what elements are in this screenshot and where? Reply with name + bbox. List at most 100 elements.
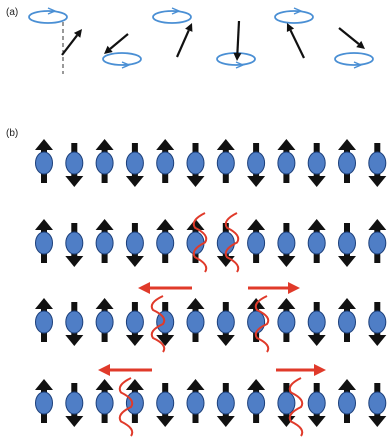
propagation-arrow-head [288,282,300,294]
atom-ball [339,392,356,414]
precession-frame [29,8,82,55]
spin-head [65,335,83,346]
spin-row [35,139,386,187]
atom-ball [36,232,53,254]
spin-head [368,219,386,230]
atom-ball [278,232,295,254]
atom-ball [308,311,325,333]
atom-ball [278,152,295,174]
spin-up [96,219,114,263]
spin-down [156,383,174,427]
spin-arrow-shaft [339,28,359,44]
spin-down [126,143,144,187]
spin-head [308,176,326,187]
atom-ball [217,152,234,174]
spin-head [96,219,114,230]
orbit-ellipse [275,11,313,23]
spin-arrow-shaft [290,30,304,58]
spin-head [65,416,83,427]
spin-up [187,379,205,423]
spin-arrow-shaft [177,30,189,57]
spin-head [368,416,386,427]
spin-head [35,379,53,390]
spin-up [35,139,53,183]
spin-down [338,223,356,267]
propagation-arrow-head [138,282,150,294]
atom-ball [66,152,83,174]
spin-head [338,298,356,309]
spin-head [308,219,326,230]
atom-ball [36,392,53,414]
spin-head [368,335,386,346]
atom-ball [96,392,113,414]
spin-row [35,219,386,267]
spin-head [96,139,114,150]
spin-down [368,302,386,346]
spin-head [338,256,356,267]
atom-ball [126,152,143,174]
spin-up [247,379,265,423]
spin-head [126,379,144,390]
atom-ball [126,311,143,333]
atom-ball [66,232,83,254]
spin-down [308,143,326,187]
spin-head [277,256,295,267]
atom-ball [278,392,295,414]
panel-a-precession [29,8,373,74]
spin-down [277,223,295,267]
spin-head [338,379,356,390]
spin-head [35,139,53,150]
atom-ball [339,232,356,254]
atom-ball [369,152,386,174]
spin-head [247,176,265,187]
spin-head [247,219,265,230]
atom-ball [36,311,53,333]
spin-down [368,143,386,187]
atom-ball [248,311,265,333]
spin-head [338,139,356,150]
atom-ball [66,392,83,414]
atom-ball [157,152,174,174]
atom-ball [126,392,143,414]
spin-head [217,256,235,267]
spin-up [308,219,326,263]
spin-down [247,143,265,187]
precession-frame [335,28,373,68]
precession-frame [275,8,313,58]
atom-ball [96,152,113,174]
propagation-arrow-head [314,364,326,376]
atom-ball [369,232,386,254]
spin-arrow-shaft [237,21,239,53]
atom-ball [248,232,265,254]
atom-ball [96,311,113,333]
spin-up [247,219,265,263]
spin-down [156,302,174,346]
orbit-ellipse [153,11,191,23]
precession-frame [217,21,255,68]
spin-down [65,143,83,187]
spin-up [35,298,53,342]
spin-head [217,416,235,427]
atom-ball [278,311,295,333]
spin-down [187,143,205,187]
spin-head [156,416,174,427]
spin-head [156,219,174,230]
atom-ball [157,232,174,254]
spin-up [35,219,53,263]
spin-head [217,335,235,346]
spin-up [338,139,356,183]
atom-ball [339,152,356,174]
atom-ball [96,232,113,254]
spin-down [126,223,144,267]
spin-up [277,139,295,183]
spin-up [338,298,356,342]
spin-down [65,383,83,427]
precession-frame [153,8,192,57]
atom-ball [308,232,325,254]
spin-head [308,416,326,427]
precession-frame [103,34,141,68]
spin-head [35,219,53,230]
spin-down [308,302,326,346]
spin-up [35,379,53,423]
